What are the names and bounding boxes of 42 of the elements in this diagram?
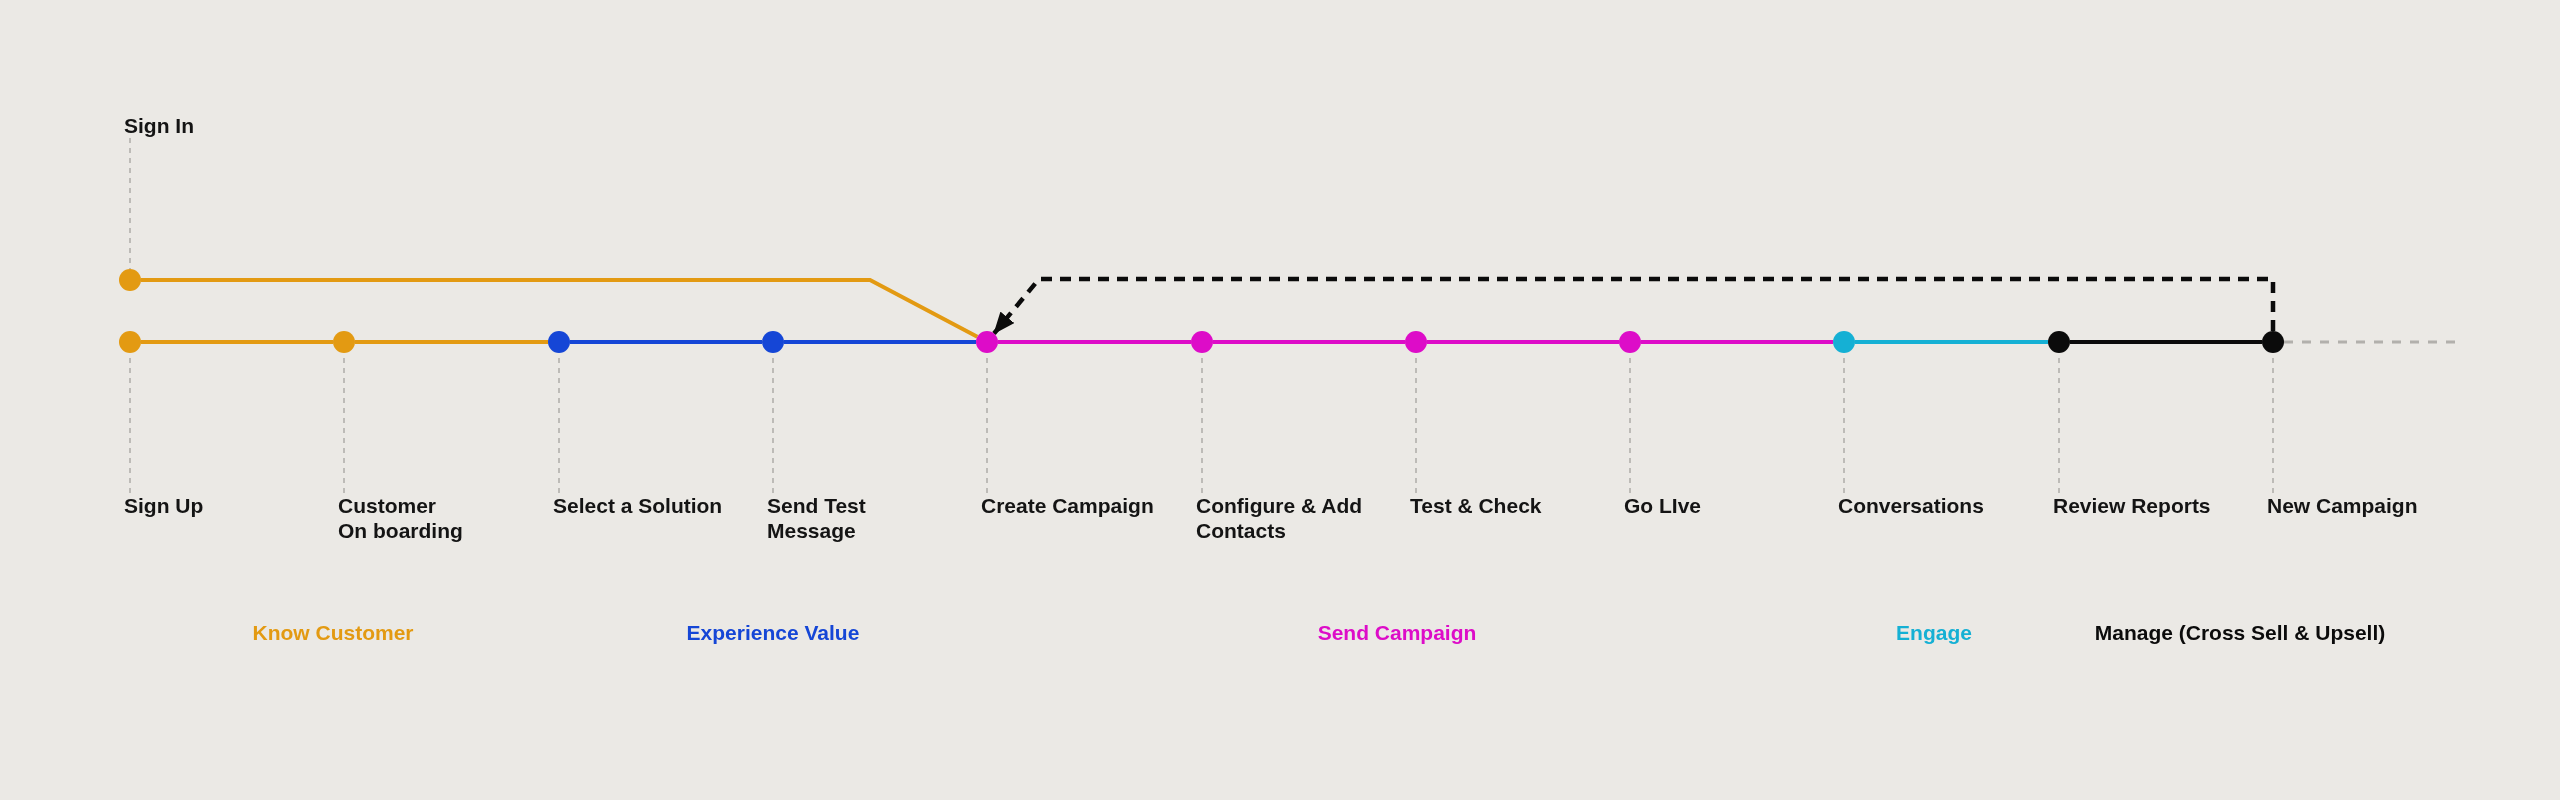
station-dot — [2262, 331, 2284, 353]
step-label: Customer On boarding — [338, 493, 468, 543]
station-dot — [548, 331, 570, 353]
phase-label: Experience Value — [686, 620, 860, 645]
station-dot — [762, 331, 784, 353]
phase-label: Engage — [1896, 620, 1972, 645]
step-label: New Campaign — [2267, 493, 2418, 518]
phase-label: Know Customer — [252, 620, 414, 645]
step-label: Configure & Add Contacts — [1196, 493, 1376, 543]
phase-label: Send Campaign — [1317, 620, 1477, 645]
route-line — [355, 340, 548, 344]
step-label: Select a Solution — [553, 493, 723, 518]
route-line — [784, 340, 976, 344]
station-dot — [1619, 331, 1641, 353]
dashed-arrow — [992, 276, 2276, 335]
step-label: Send Test Message — [767, 493, 917, 543]
station-dot — [119, 331, 141, 353]
route-line — [141, 278, 979, 339]
step-label: Review Reports — [2053, 493, 2211, 518]
route-line — [1427, 340, 1619, 344]
step-label: Conversations — [1838, 493, 1984, 518]
route-line — [141, 340, 333, 344]
route-line — [1855, 340, 2048, 344]
station-dot — [333, 331, 355, 353]
station-dot — [976, 331, 998, 353]
phase-label: Manage (Cross Sell & Upsell) — [2094, 620, 2386, 645]
route-line — [570, 340, 762, 344]
station-dot — [1405, 331, 1427, 353]
leader-line — [129, 137, 131, 270]
route-line — [1641, 340, 1833, 344]
step-label: Sign In — [124, 113, 194, 138]
step-label: Create Campaign — [981, 493, 1154, 518]
step-label: Sign Up — [124, 493, 204, 518]
step-label: Test & Check — [1410, 493, 1542, 518]
station-dot — [1191, 331, 1213, 353]
route-line — [2070, 340, 2262, 344]
station-dot — [1833, 331, 1855, 353]
route-line — [998, 340, 1191, 344]
station-dot — [2048, 331, 2070, 353]
station-dot — [119, 269, 141, 291]
route-line — [1213, 340, 1405, 344]
step-label: Go LIve — [1624, 493, 1702, 518]
